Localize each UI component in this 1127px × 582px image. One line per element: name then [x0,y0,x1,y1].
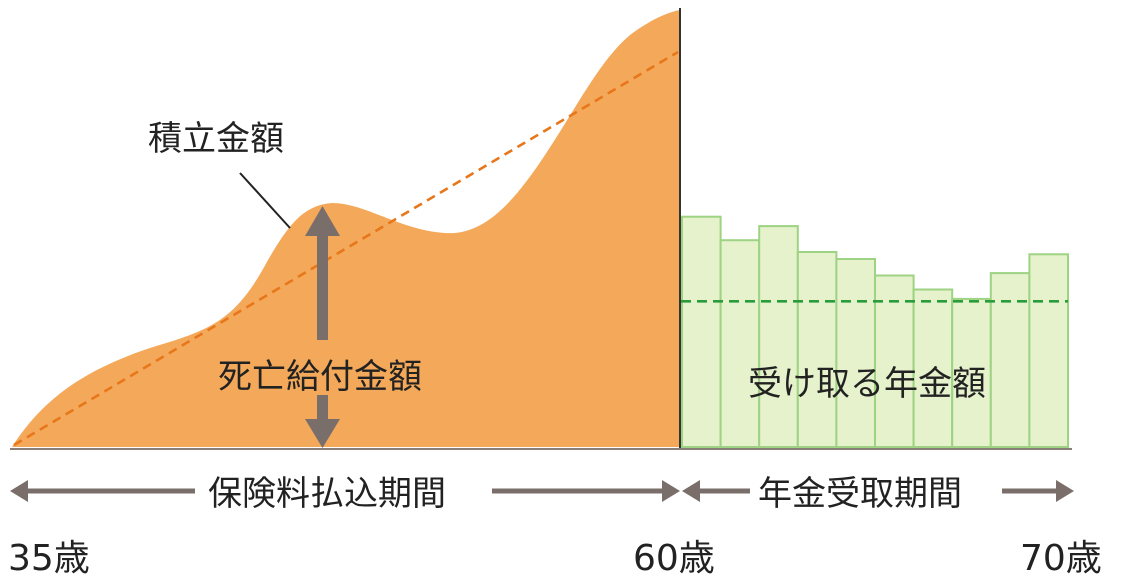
accumulation-area [12,10,680,447]
receipt-period-right-arrowhead [1056,480,1074,502]
age-mid-label: 60歳 [633,538,715,579]
pension-bar [719,239,761,448]
accumulation-trend-line [13,50,679,447]
period-arrows [10,480,1074,502]
pension-bar [1028,253,1070,448]
pension-bars [681,215,1070,448]
age-end-label: 70歳 [1020,538,1102,579]
pension-bar [681,215,722,448]
receipt-period-left-arrowhead [682,480,700,502]
payment-period-left-arrowhead [10,480,28,502]
receipt-period-label: 年金受取期間 [758,474,962,514]
pension-bar [989,272,1031,448]
pension-bar [758,225,799,448]
death-benefit-label: 死亡給付金額 [218,357,422,397]
accumulated-leader-line [239,172,291,229]
payment-period-label: 保険料払込期間 [208,474,446,514]
accumulated-amount-label: 積立金額 [148,119,284,159]
death-benefit-arrow [305,206,340,448]
payment-period-right-arrowhead [662,480,680,502]
pension-bar [912,288,954,448]
received-pension-label: 受け取る年金額 [748,364,986,404]
pension-bar [835,258,877,448]
age-start-label: 35歳 [8,538,90,579]
pension-bar [796,251,838,448]
pension-bar [951,297,992,448]
